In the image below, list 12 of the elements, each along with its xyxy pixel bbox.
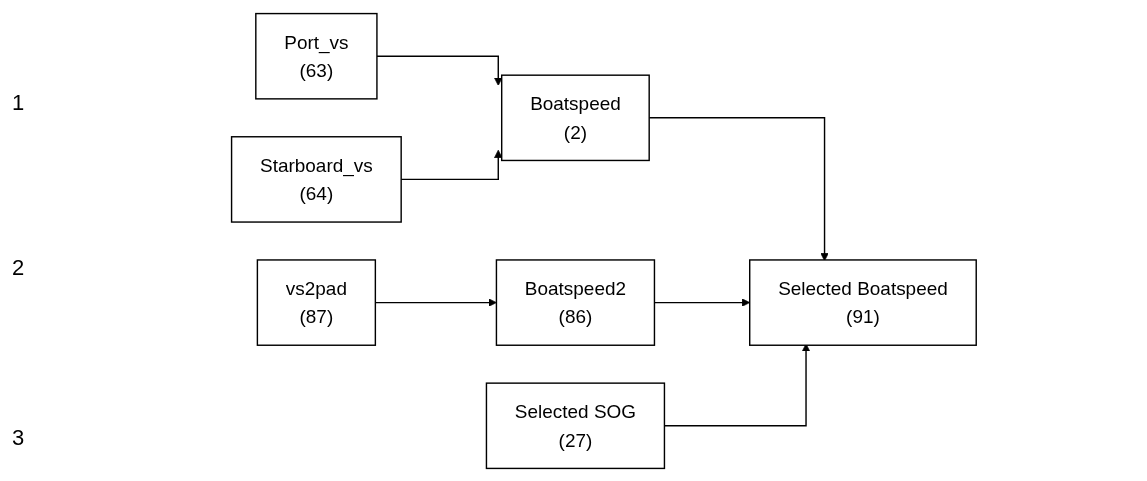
node-box: Starboard_vs (64) [230, 135, 402, 223]
node-box: Port_vs (63) [254, 12, 378, 100]
node-box: vs2pad (87) [256, 258, 376, 346]
node-box: Boatspeed2 (86) [495, 258, 655, 346]
arrow [648, 116, 829, 261]
row-number: 2 [12, 255, 25, 281]
node-box: Selected SOG (27) [485, 381, 665, 469]
row-number: 1 [12, 90, 25, 116]
arrow [374, 297, 497, 307]
node-box: Selected Boatspeed (91) [748, 258, 977, 346]
node-box: Boatspeed (2) [500, 73, 650, 161]
row-number: 3 [12, 425, 25, 451]
